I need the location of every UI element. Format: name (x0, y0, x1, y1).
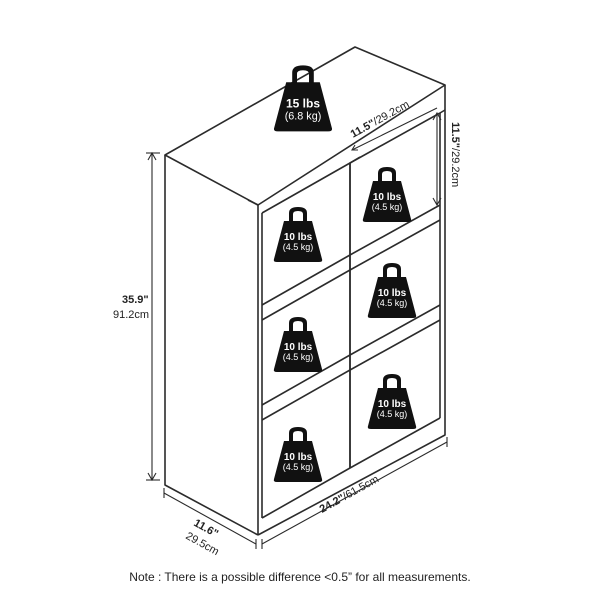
weight-cube-bottom-right-icon: 10 lbs (4.5 kg) (367, 374, 417, 429)
width-cm-label: /61.5cm (341, 473, 381, 502)
cube-depth-dimension: 11.5"/29.2cm (349, 99, 438, 151)
height-dimension: 35.9" 91.2cm (113, 151, 160, 482)
weight-cube-lbs: 10 lbs (284, 342, 313, 353)
height-cm-label: 91.2cm (113, 309, 149, 321)
weight-cube-kg: (4.5 kg) (283, 462, 314, 472)
height-in-label: 35.9" (122, 294, 149, 306)
weight-top-kg: (6.8 kg) (285, 110, 322, 122)
weight-cube-lbs: 10 lbs (373, 192, 402, 203)
weight-cube-kg: (4.5 kg) (372, 202, 403, 212)
weight-cube-lbs: 10 lbs (284, 232, 313, 243)
weight-cube-lbs: 10 lbs (284, 452, 313, 463)
weight-cube-mid-right-icon: 10 lbs (4.5 kg) (367, 263, 417, 318)
weight-cube-mid-left-icon: 10 lbs (4.5 kg) (273, 317, 323, 372)
measurement-note: Note : There is a possible difference <0… (129, 570, 471, 584)
weight-top-icon: 15 lbs (6.8 kg) (273, 65, 333, 132)
weight-cube-lbs: 10 lbs (378, 399, 407, 410)
weight-top-lbs: 15 lbs (286, 96, 320, 110)
weight-cube-top-left-icon: 10 lbs (4.5 kg) (273, 207, 323, 262)
weight-cube-lbs: 10 lbs (378, 288, 407, 299)
weight-cube-kg: (4.5 kg) (283, 352, 314, 362)
weight-cube-bottom-left-icon: 10 lbs (4.5 kg) (273, 427, 323, 482)
cube-height-cm-label: /29.2cm (449, 148, 461, 187)
cube-height-dimension: 11.5"/29.2cm (432, 111, 461, 207)
weight-cube-top-right-icon: 10 lbs (4.5 kg) (362, 167, 412, 222)
depth-dimension: 11.6" 29.5cm (163, 488, 257, 558)
weight-cube-kg: (4.5 kg) (377, 298, 408, 308)
cube-height-in-label: 11.5" (449, 122, 461, 148)
weight-cube-kg: (4.5 kg) (377, 409, 408, 419)
svg-text:11.5"/29.2cm: 11.5"/29.2cm (449, 122, 461, 187)
shelf-outline (164, 46, 446, 536)
weight-cube-kg: (4.5 kg) (283, 242, 314, 252)
svg-text:24.2"/61.5cm: 24.2"/61.5cm (318, 473, 381, 515)
